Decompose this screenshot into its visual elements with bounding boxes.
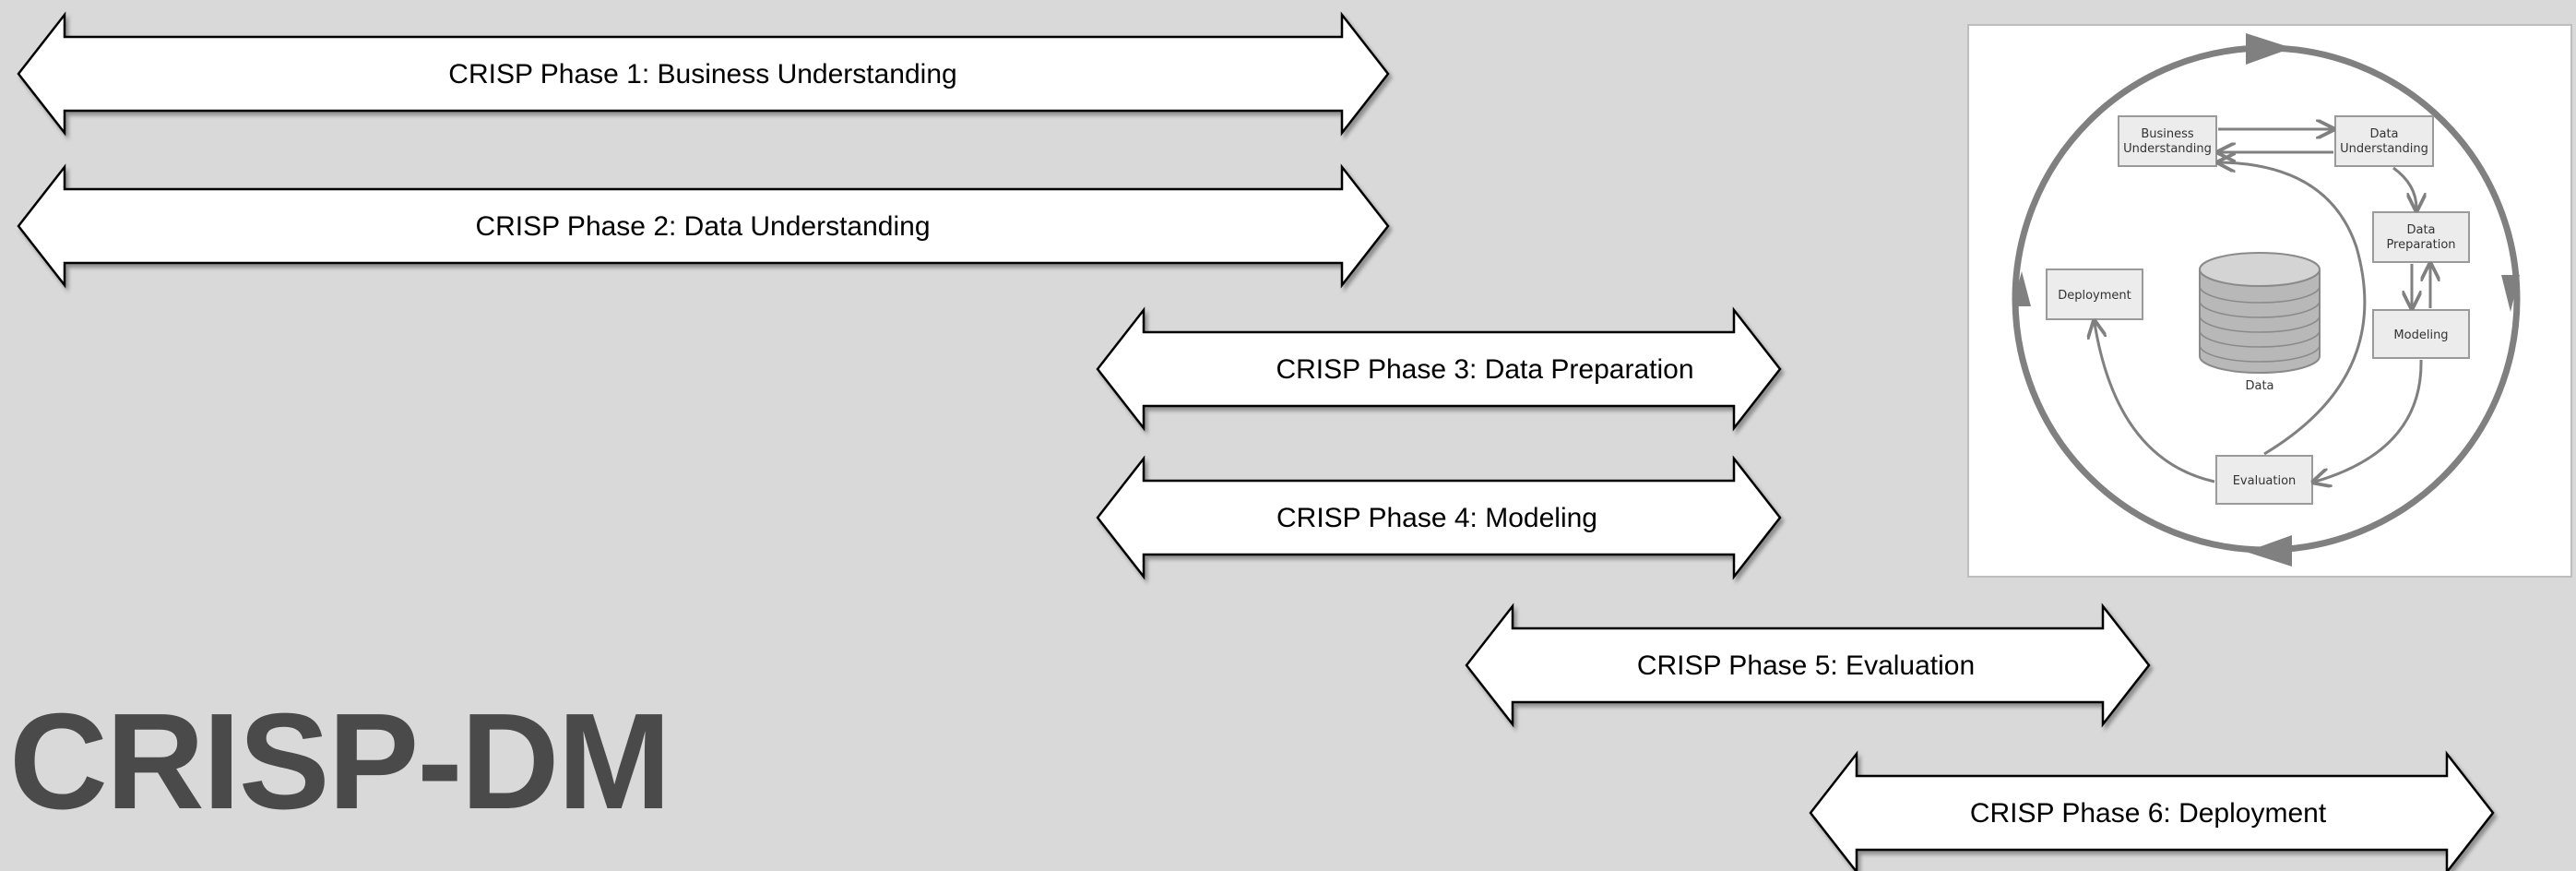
node-deployment: Deployment bbox=[2046, 268, 2143, 320]
phase-label-2: CRISP Phase 2: Data Understanding bbox=[475, 211, 930, 242]
cycle-arrowhead-right bbox=[2501, 275, 2520, 312]
crisp-dm-cycle-diagram: Business Understanding Data Understandin… bbox=[1967, 24, 2572, 578]
phase-label-1: CRISP Phase 1: Business Understanding bbox=[448, 59, 956, 89]
phase-arrow-3: CRISP Phase 3: Data Preparation bbox=[1096, 306, 1782, 432]
svg-text:Understanding: Understanding bbox=[2340, 142, 2428, 156]
svg-text:Evaluation: Evaluation bbox=[2233, 474, 2297, 488]
phase-label-4: CRISP Phase 4: Modeling bbox=[1276, 503, 1597, 533]
phase-arrow-4: CRISP Phase 4: Modeling bbox=[1096, 455, 1782, 580]
svg-text:Data: Data bbox=[2369, 127, 2398, 141]
svg-text:Business: Business bbox=[2141, 127, 2194, 141]
phase-label-6: CRISP Phase 6: Deployment bbox=[1970, 798, 2327, 829]
phase-arrow-1: CRISP Phase 1: Business Understanding bbox=[17, 11, 1390, 137]
svg-text:Preparation: Preparation bbox=[2386, 238, 2455, 252]
node-evaluation: Evaluation bbox=[2215, 455, 2313, 505]
svg-text:Deployment: Deployment bbox=[2058, 289, 2131, 303]
phase-arrow-5: CRISP Phase 5: Evaluation bbox=[1465, 603, 2151, 728]
inner-connectors bbox=[2095, 129, 2430, 482]
phase-label-3: CRISP Phase 3: Data Preparation bbox=[1276, 354, 1693, 385]
svg-text:Understanding: Understanding bbox=[2123, 142, 2212, 156]
data-cylinder-icon bbox=[2199, 252, 2321, 374]
svg-text:Data: Data bbox=[2406, 223, 2435, 237]
node-data-preparation: Data Preparation bbox=[2372, 211, 2470, 263]
cycle-arrowhead-bottom bbox=[2246, 535, 2292, 567]
cycle-arrowhead-left bbox=[2012, 271, 2031, 306]
cycle-arrowhead-top bbox=[2246, 33, 2292, 65]
phase-label-5: CRISP Phase 5: Evaluation bbox=[1637, 650, 1975, 681]
phase-arrow-2: CRISP Phase 2: Data Understanding bbox=[17, 163, 1390, 289]
node-data-understanding: Data Understanding bbox=[2334, 115, 2434, 167]
node-business-understanding: Business Understanding bbox=[2118, 115, 2217, 167]
data-label: Data bbox=[2245, 379, 2273, 393]
node-modeling: Modeling bbox=[2372, 309, 2470, 359]
page-title: CRISP-DM bbox=[9, 686, 671, 838]
svg-text:Modeling: Modeling bbox=[2393, 328, 2448, 342]
phase-arrow-6: CRISP Phase 6: Deployment bbox=[1809, 750, 2495, 871]
